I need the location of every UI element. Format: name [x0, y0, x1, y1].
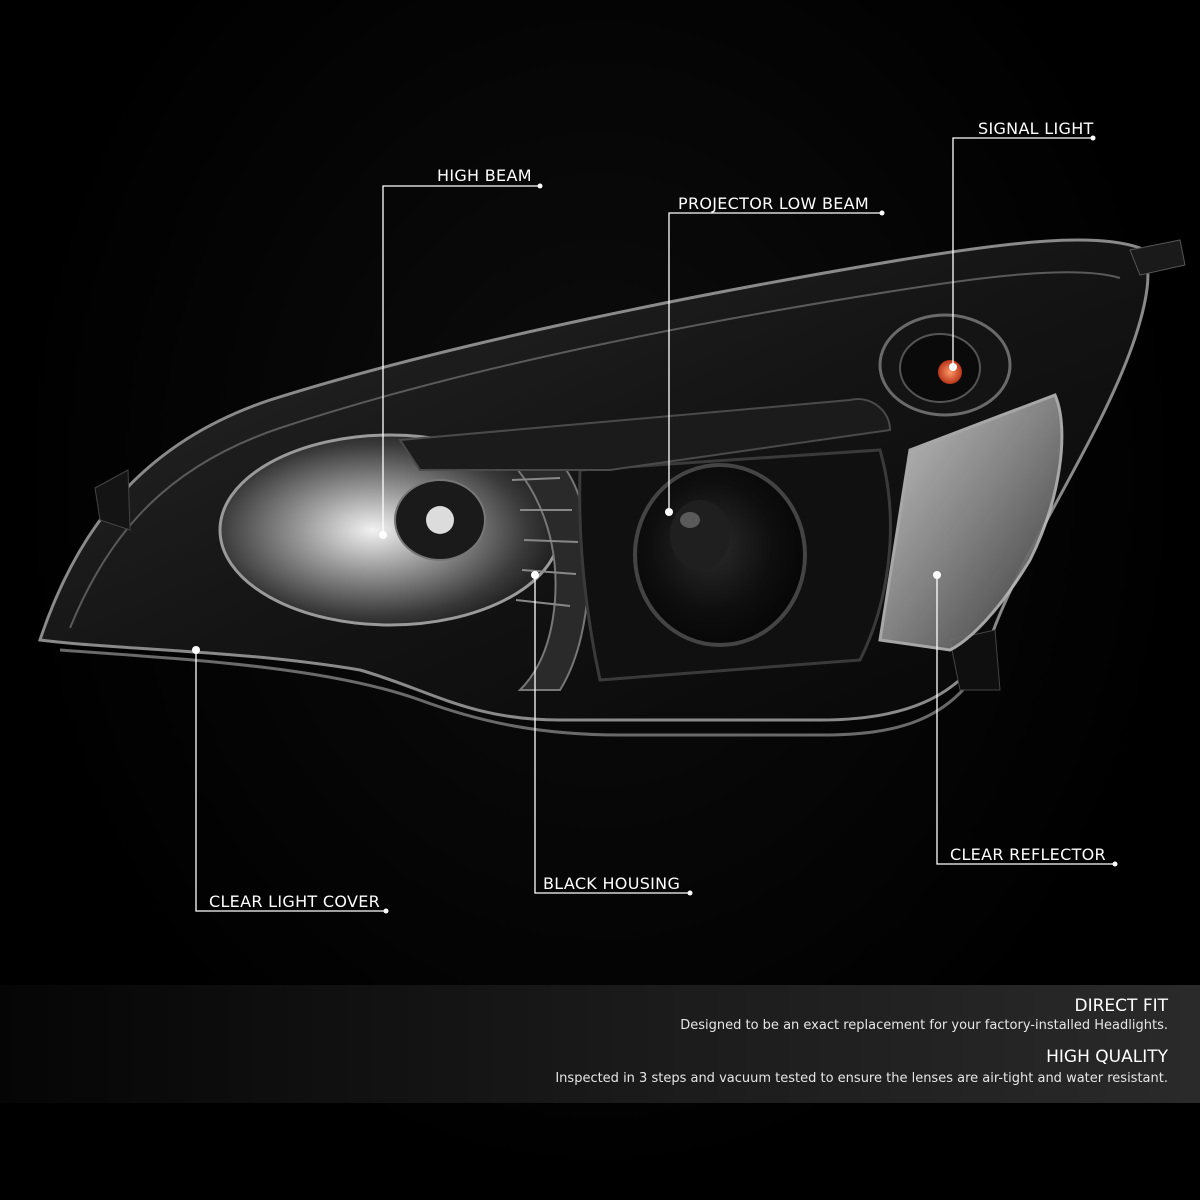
feature-title-direct-fit: DIRECT FIT: [1074, 996, 1169, 1016]
callout-clear-reflector: CLEAR REFLECTOR: [950, 845, 1106, 864]
feature-desc-direct-fit: Designed to be an exact replacement for …: [680, 1018, 1168, 1033]
callout-black-housing: BLACK HOUSING: [543, 874, 681, 893]
callout-projector-low-beam: PROJECTOR LOW BEAM: [678, 194, 870, 213]
clear-reflector-panel: [878, 393, 1064, 652]
callout-high-beam: HIGH BEAM: [437, 166, 532, 185]
feature-title-high-quality: HIGH QUALITY: [1046, 1047, 1168, 1067]
feature-desc-high-quality: Inspected in 3 steps and vacuum tested t…: [555, 1071, 1168, 1086]
feature-band: DIRECT FIT Designed to be an exact repla…: [0, 985, 1200, 1103]
callout-signal-light: SIGNAL LIGHT: [978, 119, 1094, 138]
signal-bulb: [938, 360, 962, 384]
callout-clear-light-cover: CLEAR LIGHT COVER: [209, 892, 381, 911]
